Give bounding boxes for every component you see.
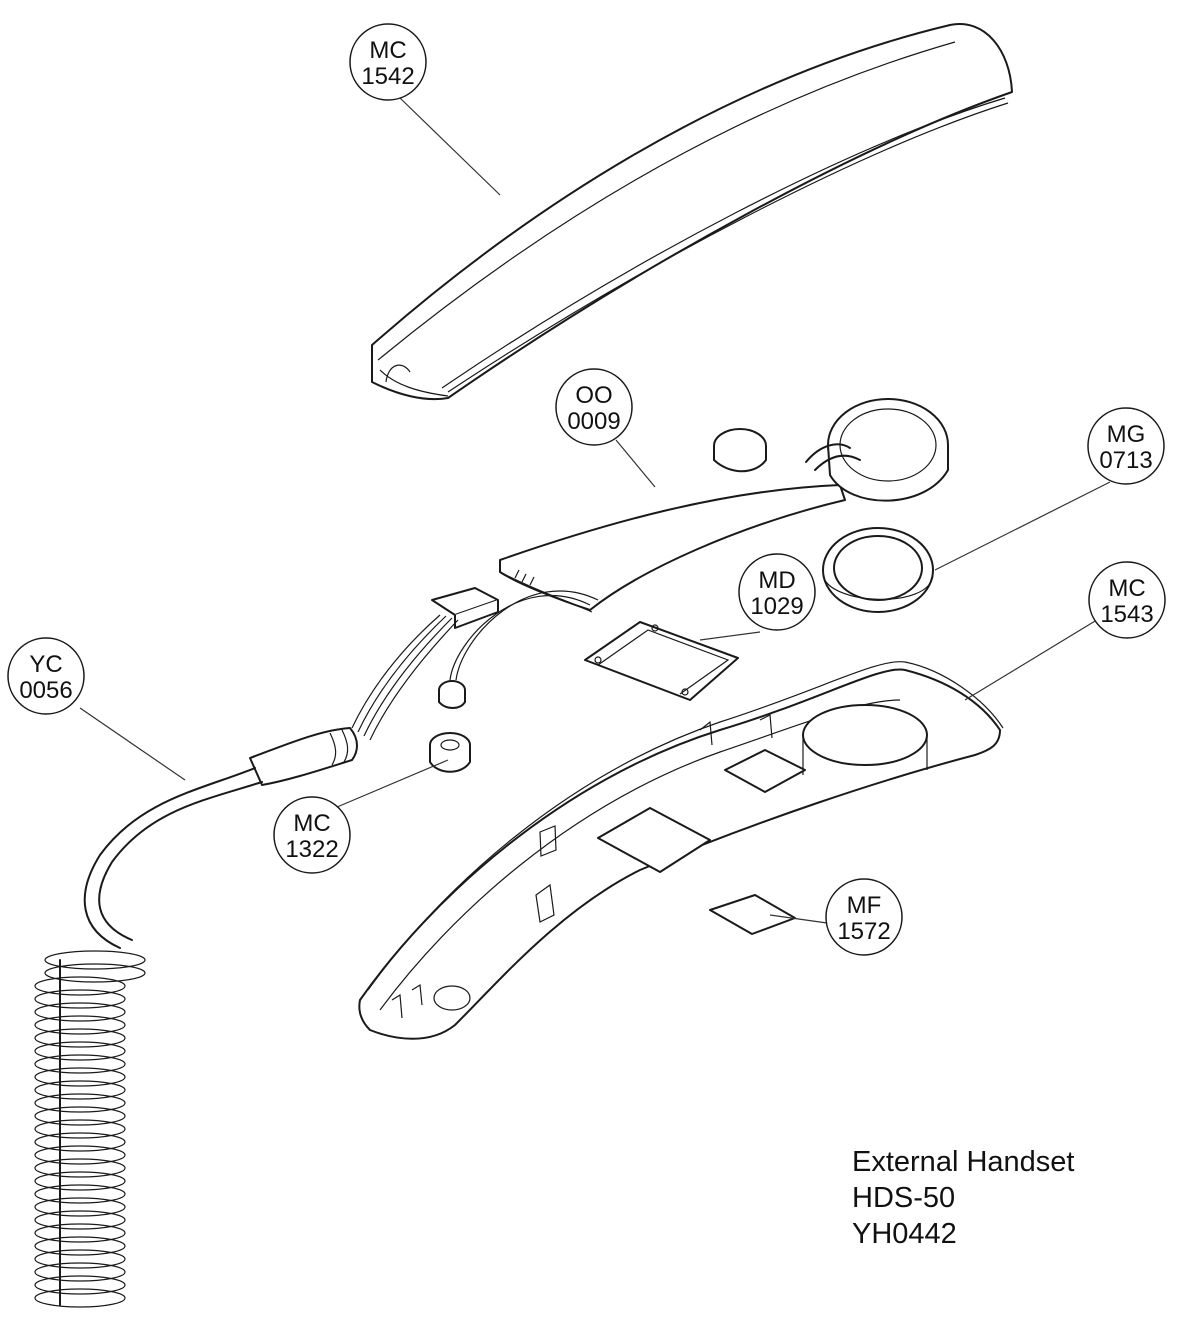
callout-label-line1: YC — [29, 651, 62, 678]
top-cover-part — [371, 23, 1013, 401]
gasket-ring-part — [822, 527, 934, 613]
bottom-housing-part — [358, 661, 1004, 1040]
callout-md1029: MD 1029 — [738, 553, 816, 631]
coil-loop — [34, 1002, 126, 1022]
coil-loop — [34, 1184, 126, 1204]
callout-mc1322: MC 1322 — [273, 796, 351, 874]
callout-mc1542: MC 1542 — [349, 23, 427, 101]
coil-loop — [34, 1028, 126, 1048]
coil-loop — [34, 1093, 126, 1113]
callout-label-line1: OO — [575, 382, 612, 409]
coil-loop — [34, 1236, 126, 1256]
coil-loop — [34, 976, 126, 996]
pcb-assembly-part — [499, 398, 949, 613]
callout-label-line2: 1542 — [361, 63, 414, 90]
coil-loop — [34, 1158, 126, 1178]
caption-title: External Handset — [852, 1146, 1075, 1178]
callout-label-line1: MC — [293, 810, 330, 837]
callout-label-line2: 1543 — [1100, 601, 1153, 628]
callout-label-line2: 0056 — [19, 677, 72, 704]
callout-label-line2: 0009 — [567, 408, 620, 435]
coiled-cable-part — [34, 767, 263, 1308]
callouts: MC 1542 OO 0009 MG 0713 MD 1029 MC 1543 … — [7, 23, 1166, 956]
diagram-caption: External Handset HDS-50 YH0442 — [852, 1144, 1074, 1252]
coil-loop — [34, 1041, 126, 1061]
callout-mf1572: MF 1572 — [825, 878, 903, 956]
coil-loop — [34, 1262, 126, 1282]
callout-label-line2: 1322 — [285, 836, 338, 863]
callout-label-line1: MC — [369, 37, 406, 64]
caption-model: HDS-50 — [852, 1182, 956, 1214]
coil-loop — [34, 1054, 126, 1074]
callout-label-line2: 1572 — [837, 918, 890, 945]
connector-wires — [351, 587, 599, 741]
callout-label-line1: MD — [758, 567, 795, 594]
callout-oo0009: OO 0009 — [555, 368, 633, 446]
callout-label-line2: 1029 — [750, 593, 803, 620]
coil-loop — [34, 1223, 126, 1243]
coil-loop — [34, 1015, 126, 1035]
coil-loop — [34, 1145, 126, 1165]
coil-loop — [34, 1275, 126, 1295]
coil-loop — [44, 963, 146, 983]
coil-loop — [34, 1197, 126, 1217]
callout-mc1543: MC 1543 — [1088, 561, 1166, 639]
coil-loop — [34, 1171, 126, 1191]
coil-loop — [34, 1067, 126, 1087]
coil-loop — [34, 1288, 126, 1308]
coil-loop — [44, 950, 146, 970]
coil-loop — [34, 1210, 126, 1230]
callout-label-line1: MC — [1108, 575, 1145, 602]
leader-lines — [79, 97, 1111, 924]
ferrite-part — [429, 732, 471, 773]
cable-plug-part — [249, 727, 358, 786]
label-sticker-part — [709, 894, 796, 935]
caption-part-number: YH0442 — [852, 1218, 957, 1250]
coil-loop — [34, 989, 126, 1009]
coil-loop — [34, 1106, 126, 1126]
coil-loop — [34, 1132, 126, 1152]
callout-label-line1: MF — [847, 892, 882, 919]
callout-label-line2: 0713 — [1099, 447, 1152, 474]
coil-loop — [34, 1080, 126, 1100]
callout-yc0056: YC 0056 — [7, 637, 85, 715]
coil-loop — [34, 1249, 126, 1269]
callout-label-line1: MG — [1107, 421, 1146, 448]
bracket-part — [584, 621, 739, 701]
callout-mg0713: MG 0713 — [1087, 407, 1165, 485]
coil-loop — [34, 1119, 126, 1139]
